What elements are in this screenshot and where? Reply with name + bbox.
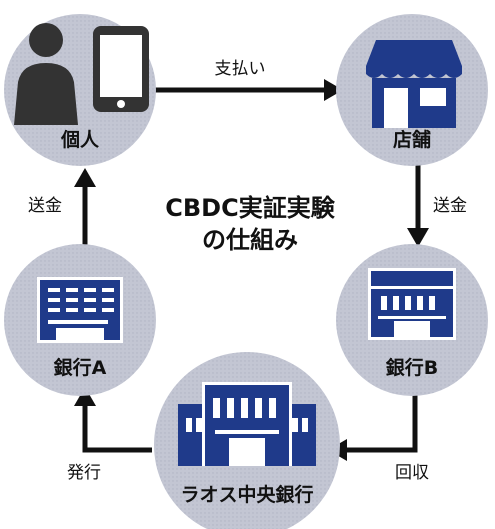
arrow-remit-to-bank-b [407,162,429,247]
edge-label-payment: 支払い [215,59,266,79]
storefront-icon [366,40,462,128]
central-bank-building-icon [178,382,316,466]
diagram-title-line-2: の仕組み [202,226,298,254]
arrow-issuance [74,387,152,453]
node-label-store: 店舗 [393,128,431,151]
edge-label-remit-to-individual: 送金 [28,196,62,216]
node-label-bank-b: 銀行B [386,356,438,379]
bank-building-icon-a [37,277,123,343]
edge-label-issuance: 発行 [67,463,101,483]
edge-label-collection: 回収 [395,463,429,483]
arrow-payment [150,79,343,101]
edge-label-remit-to-bank-b: 送金 [433,196,467,216]
node-label-central-bank: ラオス中央銀行 [180,483,313,506]
node-label-individual: 個人 [60,129,100,151]
bank-building-icon-b [368,268,456,340]
node-label-bank-a: 銀行A [54,356,107,379]
diagram-title-line-1: CBDC実証実験 [165,194,335,222]
arrow-collection [328,393,418,461]
arrow-remit-to-individual [74,168,96,257]
person-with-smartphone-icon [14,23,149,125]
